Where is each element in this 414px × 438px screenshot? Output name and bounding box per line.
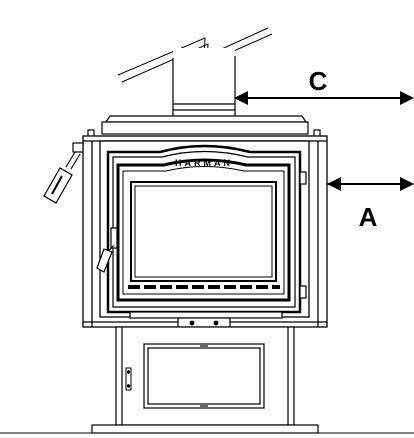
dimension-c [234,91,414,105]
stove-top [87,115,321,138]
floor-base [91,424,319,434]
pedestal-handle [125,367,132,391]
label-c: C [309,66,328,96]
label-a: A [359,202,378,232]
door-hinges [299,171,307,299]
side-handle [43,142,84,204]
chimney-pipe [172,48,236,118]
brand-label: HARMAN [175,158,233,168]
door-vents [128,285,280,289]
dimension-a [327,177,414,191]
door-handle [96,227,118,273]
pedestal [115,326,295,426]
